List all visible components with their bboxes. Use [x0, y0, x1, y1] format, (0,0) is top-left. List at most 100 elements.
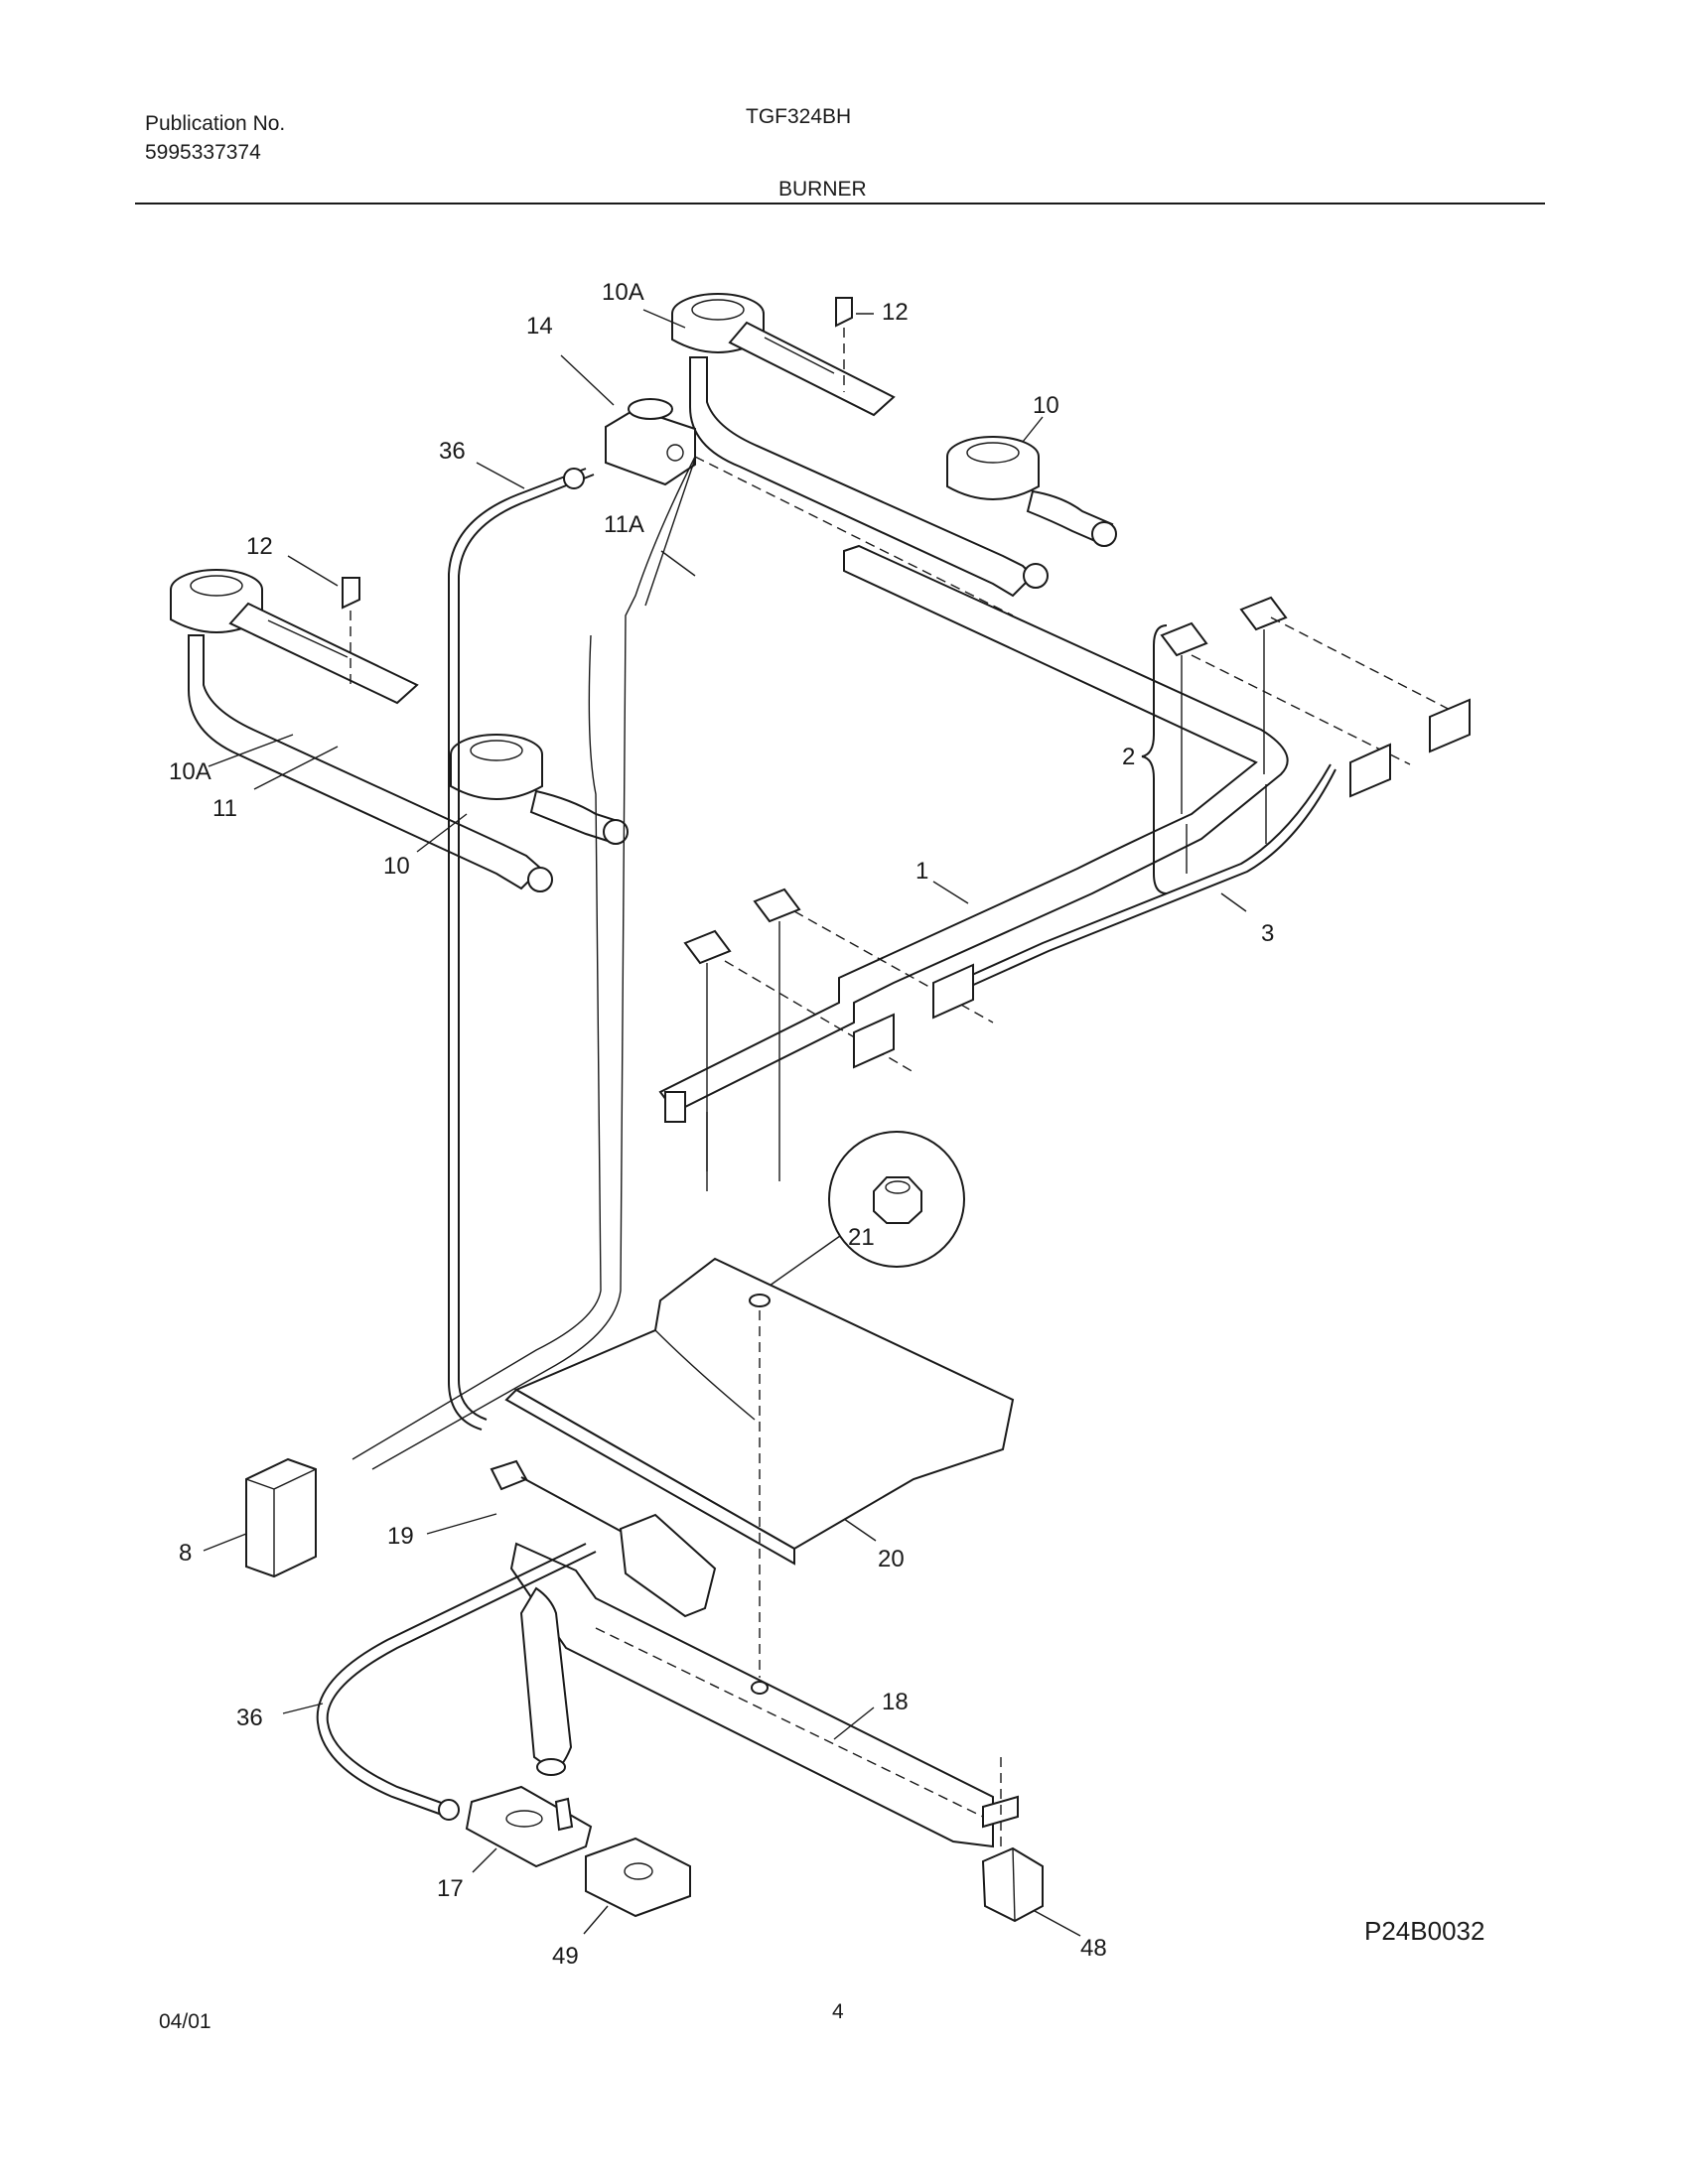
oven-burner-group: [509, 1542, 1019, 1848]
manifold-assembly: [658, 544, 1471, 1191]
valve-outlet-17: [554, 1797, 574, 1832]
leader-10-lower: [416, 813, 468, 853]
bracket-slot-lower: [267, 619, 349, 658]
burner-screw: [751, 1681, 769, 1695]
upper-burner-assembly: [671, 293, 1117, 598]
burner-cap-10-upper: [966, 442, 1020, 464]
part-label-36-upper: 36: [439, 438, 466, 465]
part-label-49: 49: [552, 1943, 579, 1970]
igniter-bracket-12-lower: [342, 577, 360, 610]
bracket-48-fold: [1012, 1847, 1016, 1922]
spark-module-edges: [245, 1468, 317, 1576]
part-label-8: 8: [179, 1540, 192, 1567]
part-labels: 10A 12 10 14 36 11A 12 10A 11 10 2 1 3 2…: [169, 279, 1274, 1970]
pressure-regulator-body: [605, 407, 696, 486]
venturi-orifice: [536, 1758, 566, 1776]
leader-8: [203, 1533, 247, 1552]
oven-igniter-19: [619, 1513, 717, 1618]
oven-igniter-group: [490, 1459, 717, 1618]
baffle-assembly: [504, 1257, 1015, 1678]
burner-cap-10a-lower: [190, 575, 243, 597]
leader-36-upper: [476, 462, 525, 489]
model-number: TGF324BH: [746, 105, 852, 128]
part-label-12-upper: 12: [882, 299, 909, 326]
regulator-port: [666, 444, 684, 462]
terminal-block-b: [1349, 743, 1391, 798]
orifice-10-lower: [603, 819, 629, 845]
valve-2-d: [753, 887, 801, 923]
terminal-block-c: [932, 963, 974, 1020]
revision-date: 04/01: [159, 2010, 211, 2033]
leader-10-upper: [1022, 416, 1044, 443]
orifice-10a-lower: [527, 867, 553, 892]
burner-base-10-lower: [450, 754, 543, 800]
spark-module-8: [245, 1457, 317, 1578]
baffle-fold: [654, 1329, 756, 1421]
part-label-12-lower: 12: [246, 533, 273, 560]
leader-3: [1220, 892, 1247, 912]
part-label-10-upper: 10: [1033, 392, 1059, 419]
header-rule: [135, 203, 1545, 205]
gas-line-36-upper: [458, 474, 595, 1421]
gas-line-11a-top: [644, 458, 696, 607]
part-label-2: 2: [1122, 744, 1135, 770]
valve-bracket-49: [585, 1837, 691, 1918]
page-number: 4: [832, 2000, 844, 2023]
leader-11a: [660, 550, 696, 577]
bracket-hole-49: [624, 1862, 653, 1880]
mounting-screws: [706, 784, 1267, 1181]
terminal-block-a: [1429, 698, 1471, 753]
leader-10a-upper: [642, 309, 686, 329]
section-title: BURNER: [778, 178, 867, 201]
baffle-front-edge: [504, 1388, 795, 1566]
part-label-14: 14: [526, 313, 553, 340]
gas-line-11: [352, 634, 602, 1460]
drawing-id: P24B0032: [1364, 1916, 1485, 1946]
regulator-assembly: [352, 398, 1014, 1470]
part-label-48: 48: [1080, 1935, 1107, 1962]
lock-nut-21: [873, 1176, 922, 1224]
burner-cap-10-lower: [470, 740, 523, 761]
igniter-lead-19: [520, 1476, 627, 1535]
leader-14: [560, 354, 615, 406]
valve-2-b: [1239, 596, 1288, 631]
valve-dash-a: [1191, 654, 1411, 765]
part-label-10-lower: 10: [383, 853, 410, 880]
leader-11: [253, 746, 339, 790]
oven-burner-tube-18: [509, 1542, 994, 1848]
publication-label: Publication No.: [145, 112, 286, 135]
part-label-21: 21: [848, 1224, 875, 1251]
nut-hole: [885, 1180, 911, 1194]
part-label-11a: 11A: [604, 511, 644, 538]
part-label-1: 1: [915, 858, 928, 885]
manifold-pipe-1: [658, 544, 1289, 1114]
part-label-10a-lower: 10A: [169, 758, 211, 785]
leader-49: [583, 1905, 609, 1935]
burner-bracket-lower: [228, 602, 419, 705]
part-label-3: 3: [1261, 920, 1274, 947]
part-label-18: 18: [882, 1689, 909, 1715]
gas-line-36-upper-outer: [448, 468, 587, 1431]
regulator-dash-line: [694, 456, 1014, 616]
valve-top-17: [505, 1810, 543, 1828]
part-label-19: 19: [387, 1523, 414, 1550]
igniter-bracket-12-upper: [835, 297, 853, 328]
valve-group-brace: [1141, 624, 1168, 894]
valve-2-a: [1160, 621, 1208, 657]
oven-supply-group: [316, 1543, 1044, 1923]
part-label-10a-upper: 10A: [602, 279, 644, 306]
orifice-10-upper: [1091, 521, 1117, 547]
leader-36-lower: [282, 1703, 324, 1714]
gas-line-36-lower-outer: [316, 1543, 587, 1816]
manifold-end-cap: [664, 1091, 686, 1123]
burner-bracket-upper: [728, 321, 896, 417]
burner-tube-10a-upper: [689, 356, 1035, 598]
leader-19: [426, 1513, 497, 1535]
valve-2-c: [683, 929, 732, 965]
callout-leader-21: [762, 1235, 841, 1292]
regulator-cap: [628, 398, 673, 420]
nut-callout: [762, 1131, 965, 1292]
igniter-connector: [490, 1459, 528, 1491]
ignition-wire-3: [942, 763, 1332, 989]
part-label-17: 17: [437, 1875, 464, 1902]
